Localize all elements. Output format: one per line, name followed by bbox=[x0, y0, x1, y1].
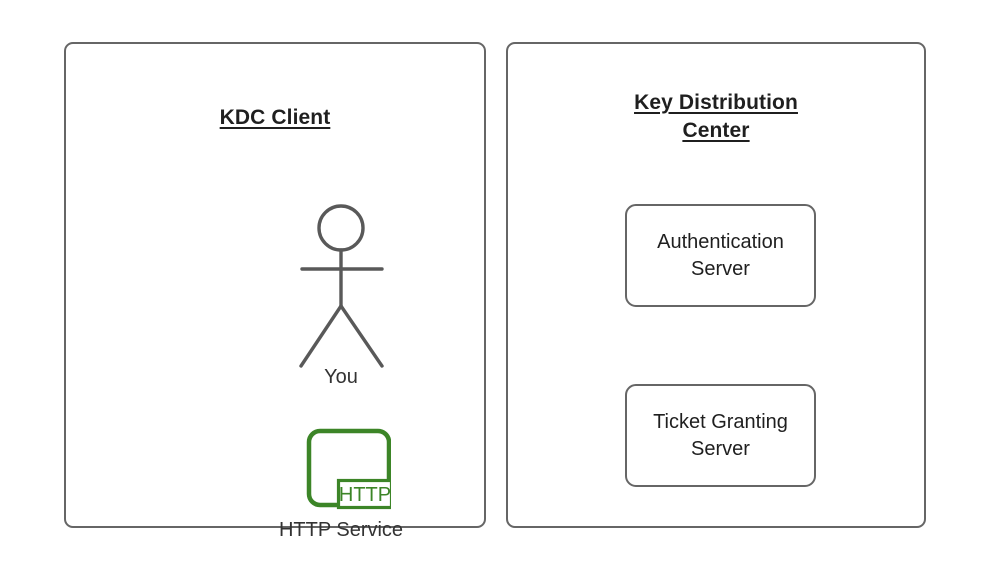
http-badge-text: HTTP bbox=[339, 484, 391, 506]
stick-figure-icon bbox=[299, 204, 384, 368]
http-service-icon: HTTP bbox=[241, 426, 441, 512]
server-box-authentication-server: Authentication Server bbox=[625, 204, 816, 307]
panel-kdc-client: KDC Client You H bbox=[64, 42, 486, 541]
server-box-ticket-granting-server: Ticket Granting Server bbox=[625, 384, 816, 487]
tgs-line1: Ticket Granting bbox=[653, 410, 788, 433]
server-box-ticket-granting-server-label: Ticket Granting Server bbox=[645, 409, 796, 463]
panel-title-kdc-client: KDC Client bbox=[219, 106, 331, 129]
server-box-authentication-server-label: Authentication Server bbox=[649, 229, 792, 283]
panel-title-kdc-line1: Key Distribution bbox=[634, 91, 798, 114]
panel-title-kdc-line2: Center bbox=[682, 119, 750, 142]
actor-you: You bbox=[271, 199, 411, 399]
panel-title-kdc: Key Distribution Center bbox=[508, 89, 924, 145]
auth-server-line1: Authentication bbox=[657, 230, 784, 253]
http-service-node: HTTP HTTP Service bbox=[241, 426, 441, 546]
auth-server-line2: Server bbox=[691, 257, 750, 280]
tgs-line2: Server bbox=[691, 437, 750, 460]
actor-you-label: You bbox=[324, 366, 358, 388]
http-service-label: HTTP Service bbox=[278, 519, 404, 541]
